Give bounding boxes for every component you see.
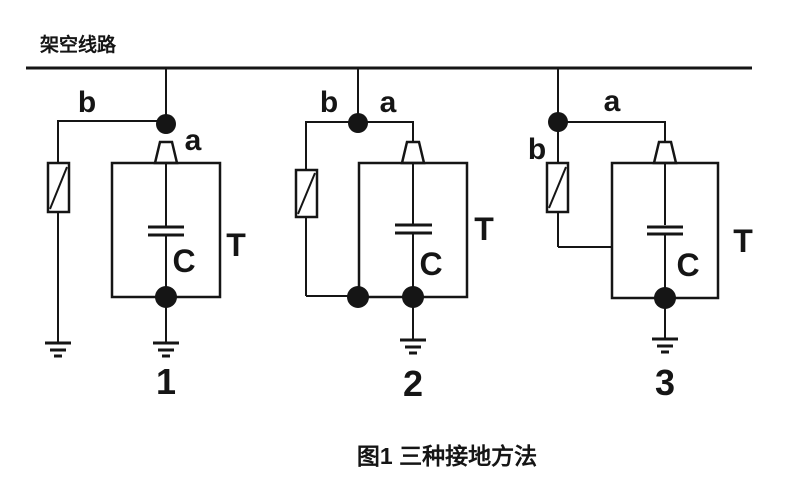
circuit-3: a b C T 3 [528,68,753,403]
wire-arrester-branch [305,121,358,170]
label-capacitor: C [419,246,442,282]
ground-symbol [153,341,179,358]
label-b: b [78,86,96,119]
method-number: 3 [655,362,675,403]
label-b: b [320,86,338,119]
wire-transformer-branch [558,121,666,143]
arrester-slash [548,166,567,209]
label-transformer: T [733,223,753,259]
label-capacitor: C [172,243,195,279]
capacitor-symbol [148,225,184,237]
ground-symbol [652,337,678,354]
ground-symbol [45,341,71,358]
label-a: a [604,85,621,118]
junction-dot [347,286,369,308]
method-number: 2 [403,363,423,404]
label-transformer: T [474,211,494,247]
circuit-2: b a C T 2 [294,68,494,404]
circuit-1: b a C T 1 [45,68,246,402]
label-b: b [528,133,546,166]
capacitor-symbol [395,223,432,235]
label-a: a [380,86,397,119]
surge-arrester-symbol [294,168,319,219]
overhead-line-label: 架空线路 [39,33,117,56]
ground-symbol [400,338,426,355]
surge-arrester-symbol [46,161,71,214]
arrester-slash [297,172,316,215]
surge-arrester-symbol [545,161,570,214]
wire-transformer-branch [358,121,414,143]
bushing-symbol [652,140,678,165]
label-capacitor: C [676,247,699,283]
figure-caption: 图1 三种接地方法 [357,443,537,469]
label-transformer: T [226,227,246,263]
bushing-symbol [400,140,426,165]
label-a: a [185,124,202,157]
bushing-symbol [153,140,179,165]
capacitor-symbol [647,225,683,236]
method-number: 1 [156,361,176,402]
arrester-slash [49,166,68,210]
junction-dot [156,114,176,134]
wire-arrester-branch [57,120,166,163]
